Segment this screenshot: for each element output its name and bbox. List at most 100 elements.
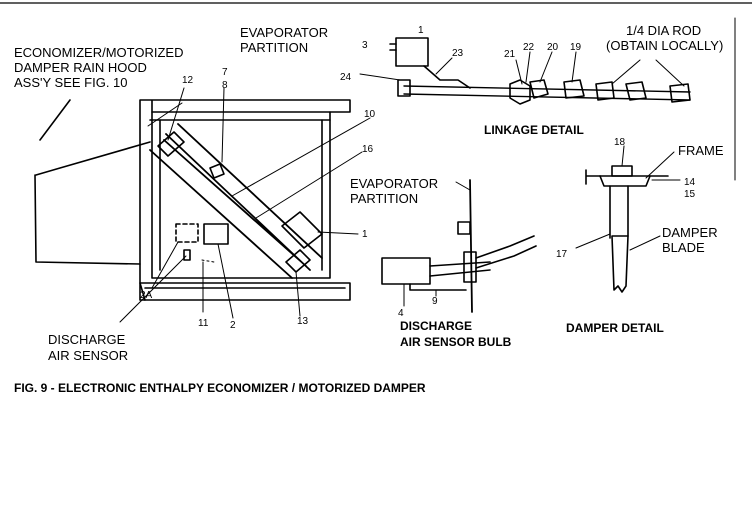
callout-11: 11 xyxy=(198,318,209,329)
label-bulb-1: DISCHARGE xyxy=(400,319,472,333)
clip-24 xyxy=(397,79,411,97)
label-rod-2: (OBTAIN LOCALLY) xyxy=(606,38,723,53)
leader-17 xyxy=(575,233,611,249)
label-damper-blade-1: DAMPER xyxy=(662,225,718,240)
callout-22: 22 xyxy=(523,42,535,53)
callout-20: 20 xyxy=(547,42,559,53)
bulb-grommet xyxy=(463,251,477,283)
label-evap-top-2: PARTITION xyxy=(240,40,308,55)
callout-21: 21 xyxy=(504,49,516,60)
leader-18 xyxy=(621,145,625,167)
leader-23 xyxy=(435,57,453,75)
figure-caption: FIG. 9 - ELECTRONIC ENTHALPY ECONOMIZER … xyxy=(14,381,426,395)
clip-rod-2 xyxy=(625,81,647,101)
callout-14: 14 xyxy=(684,177,696,188)
damper-end-bottom xyxy=(285,249,311,273)
callout-15: 15 xyxy=(684,189,696,200)
leader-blade xyxy=(629,235,661,251)
clip-20 xyxy=(529,79,549,99)
partition-leader xyxy=(455,181,471,191)
callout-23: 23 xyxy=(452,48,464,59)
clip-21-22 xyxy=(509,79,531,105)
callout-1-main: 1 xyxy=(362,229,368,240)
leader-discharge xyxy=(119,255,187,323)
label-linkage-detail: LINKAGE DETAIL xyxy=(484,123,584,137)
callout-16-main: 16 xyxy=(362,144,374,155)
label-economizer-2: DAMPER RAIN HOOD xyxy=(14,60,147,75)
leader-24 xyxy=(359,73,401,81)
leader-13 xyxy=(295,271,301,317)
sensor-small xyxy=(183,249,191,261)
labels: ECONOMIZER/MOTORIZED DAMPER RAIN HOOD AS… xyxy=(14,23,724,395)
component-7-8 xyxy=(209,163,225,179)
callout-17: 17 xyxy=(556,249,568,260)
callout-2A: 2A xyxy=(140,290,153,301)
frame-bracket xyxy=(599,175,651,187)
callout-13: 13 xyxy=(297,316,309,327)
partition-wall xyxy=(469,179,473,313)
leader-2 xyxy=(217,243,234,319)
leader-22 xyxy=(525,51,531,83)
damper-diagonal xyxy=(149,123,323,279)
leader-rod-2 xyxy=(655,59,685,87)
damper-end-top xyxy=(157,131,185,157)
sensor-2-box xyxy=(203,223,229,245)
leader-rod-1 xyxy=(611,59,641,85)
callout-4: 4 xyxy=(398,308,404,319)
label-economizer-1: ECONOMIZER/MOTORIZED xyxy=(14,45,183,60)
leader-10 xyxy=(231,117,371,197)
callout-10: 10 xyxy=(364,109,376,120)
unit-base xyxy=(139,282,346,301)
actuator-link xyxy=(395,37,429,67)
sensor-wire xyxy=(201,259,215,263)
callout-12: 12 xyxy=(182,75,194,86)
unit-frame xyxy=(139,99,351,301)
leader-21 xyxy=(515,59,523,85)
bulb-bracket xyxy=(409,283,467,291)
actuator-link-lug xyxy=(389,43,397,51)
label-bulb-2: AIR SENSOR BULB xyxy=(400,335,512,349)
callout-18: 18 xyxy=(614,137,626,148)
leader-16 xyxy=(255,151,363,219)
rain-hood-leader xyxy=(147,102,183,127)
label-evap-mid-2: PARTITION xyxy=(350,191,418,206)
clip-19 xyxy=(563,79,585,99)
damper-shaft xyxy=(609,185,629,239)
clip-rod-1 xyxy=(595,81,615,101)
callout-8: 8 xyxy=(222,80,228,91)
unit-inner-frame xyxy=(151,111,331,279)
bulb-clip xyxy=(457,221,471,235)
leader-19 xyxy=(571,51,577,83)
bulb-wire xyxy=(475,235,537,269)
sensor-bulb-body xyxy=(381,257,431,285)
label-evap-top-1: EVAPORATOR xyxy=(240,25,328,40)
callout-7: 7 xyxy=(222,67,228,78)
callout-19: 19 xyxy=(570,42,582,53)
leader-1-main xyxy=(317,231,359,235)
leader-2A xyxy=(151,241,179,289)
rain-hood xyxy=(34,99,151,265)
label-discharge-2: AIR SENSOR xyxy=(48,348,128,363)
leader-frame xyxy=(645,151,675,179)
label-damper-blade-2: BLADE xyxy=(662,240,705,255)
label-damper-detail: DAMPER DETAIL xyxy=(566,321,664,335)
damper-frame-top xyxy=(585,169,669,185)
leader-7 xyxy=(221,87,225,163)
label-economizer-3: ASS'Y SEE FIG. 10 xyxy=(14,75,128,90)
linkage-arm xyxy=(423,65,471,89)
actuator-main xyxy=(281,211,323,249)
damper-blade-plate xyxy=(611,235,629,293)
label-discharge-1: DISCHARGE xyxy=(48,332,126,347)
label-evap-mid-1: EVAPORATOR xyxy=(350,176,438,191)
sensor-2A-box xyxy=(175,223,199,243)
label-frame: FRAME xyxy=(678,143,724,158)
sensor-bulb-tube xyxy=(429,261,491,277)
callout-9: 9 xyxy=(432,296,438,307)
frame-cap xyxy=(611,165,633,177)
callout-2: 2 xyxy=(230,320,236,331)
leader-20 xyxy=(539,51,553,83)
leader-12 xyxy=(167,87,185,141)
callout-3: 3 xyxy=(362,40,368,51)
